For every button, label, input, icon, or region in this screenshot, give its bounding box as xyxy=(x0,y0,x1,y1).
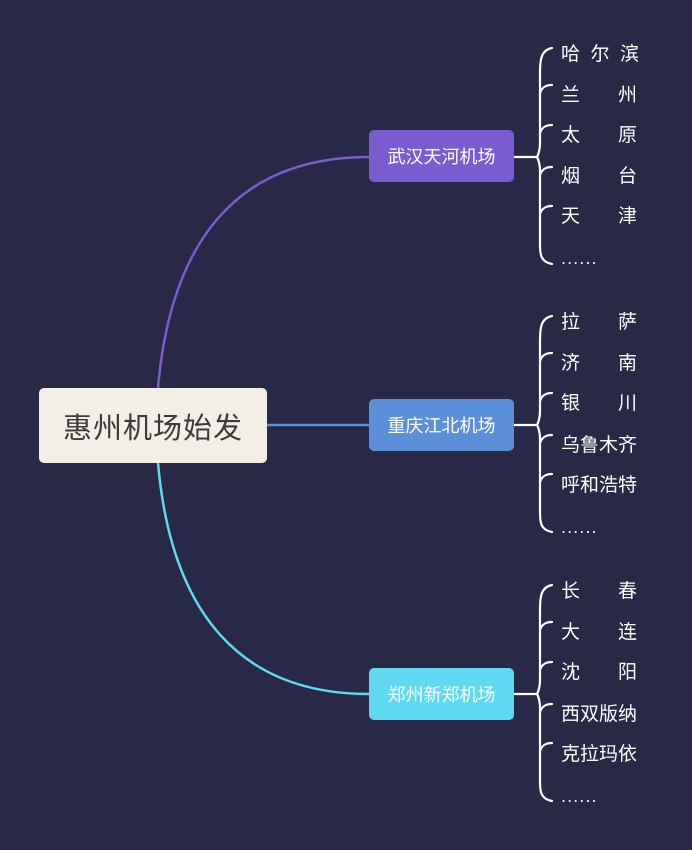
destination-taiyuan: 太原 xyxy=(561,124,637,146)
destination-urumqi: 乌鲁木齐 xyxy=(561,434,638,456)
destination-tianjin: 天津 xyxy=(561,205,637,227)
destination-more-wuhan: ...... xyxy=(561,249,598,268)
destination-xishuangbanna: 西双版纳 xyxy=(561,703,638,725)
bracket-zhengzhou xyxy=(512,583,554,803)
destination-more-chongqing: ...... xyxy=(561,518,598,537)
destination-harbin: 哈尔滨 xyxy=(561,43,639,65)
destination-lhasa: 拉萨 xyxy=(561,311,637,333)
destination-changchun: 长春 xyxy=(561,580,637,602)
destination-karamay: 克拉玛依 xyxy=(561,743,638,765)
branch-line-zhengzhou xyxy=(156,462,370,696)
bracket-chongqing xyxy=(512,314,554,534)
destination-lanzhou: 兰州 xyxy=(561,84,637,106)
destination-yantai: 烟台 xyxy=(561,165,637,187)
hub-node-zhengzhou: 郑州新郑机场 xyxy=(369,668,514,720)
destination-dalian: 大连 xyxy=(561,621,637,643)
destination-shenyang: 沈阳 xyxy=(561,661,637,683)
hub-node-wuhan: 武汉天河机场 xyxy=(369,130,514,182)
hub-node-chongqing: 重庆江北机场 xyxy=(369,399,514,451)
destination-yinchuan: 银川 xyxy=(561,392,637,414)
branch-line-wuhan xyxy=(156,155,370,389)
destination-jinan: 济南 xyxy=(561,352,637,374)
root-node: 惠州机场始发 xyxy=(39,388,267,463)
destination-hohhot: 呼和浩特 xyxy=(561,474,638,496)
bracket-wuhan xyxy=(512,46,554,266)
destination-more-zhengzhou: ...... xyxy=(561,787,598,806)
